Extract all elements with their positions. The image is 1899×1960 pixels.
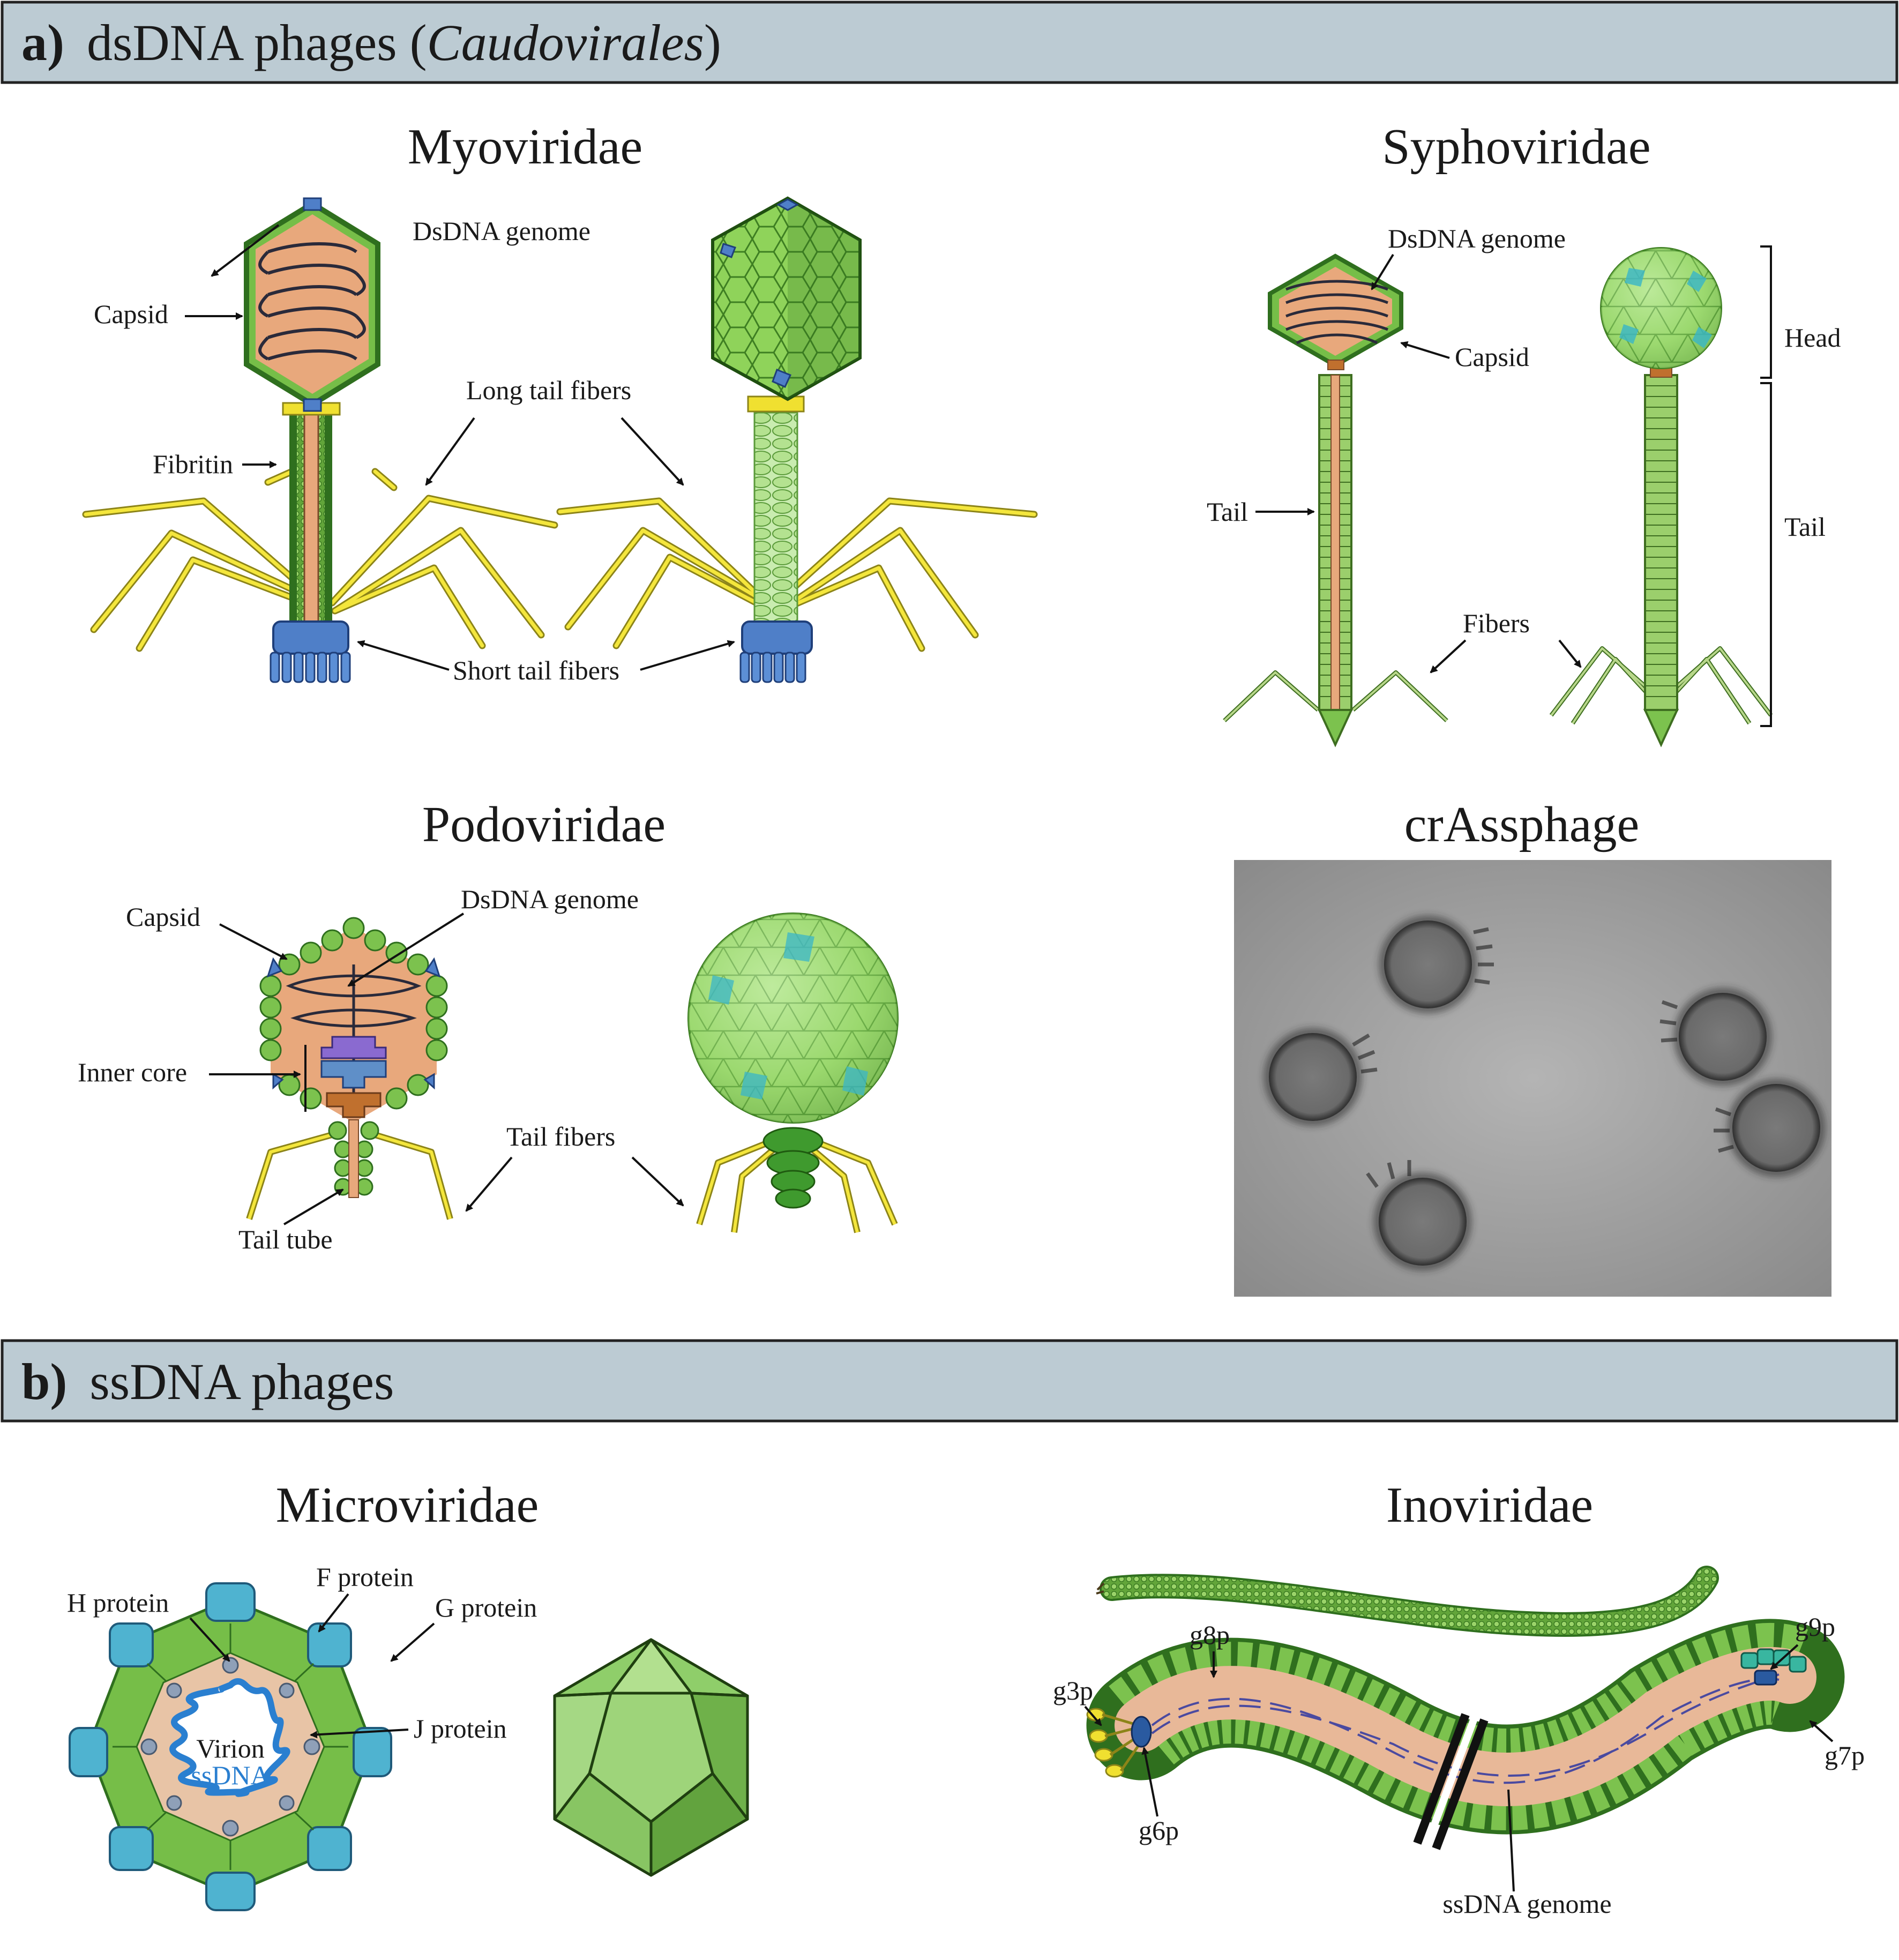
microviridae-cutaway [69, 1582, 392, 1911]
section-a-banner: a) dsDNA phages (Caudovirales) [1, 1, 1898, 84]
label-micro-g: G protein [435, 1592, 537, 1622]
label-myo-dsdna: DsDNA genome [413, 216, 590, 246]
label-sypho-dsdna: DsDNA genome [1388, 223, 1566, 253]
label-micro-j: J protein [414, 1714, 507, 1744]
microviridae-icosahedron [553, 1638, 749, 1877]
section-a-title-italic: Caudovirales [427, 14, 704, 71]
syphoviridae-3d [1549, 247, 1773, 747]
svg-text:b) ssDNA phages: b) ssDNA phages [21, 1353, 394, 1410]
section-a-letter: a) [21, 14, 64, 71]
label-ino-g6p: g6p [1139, 1815, 1179, 1845]
label-myo-short-fibers: Short tail fibers [453, 655, 619, 685]
label-ino-g7p: g7p [1825, 1740, 1865, 1770]
label-podo-dsdna: DsDNA genome [461, 884, 639, 914]
family-microviridae: Microviridae [276, 1477, 539, 1533]
section-b-title: ssDNA phages [89, 1353, 394, 1410]
svg-text:a) dsDNA phages (Caudovi: a) dsDNA phages (Caudovirales) [21, 14, 721, 71]
inoviridae-cutaway [1086, 1619, 1845, 1850]
section-a-title: dsDNA phages ( [87, 14, 427, 71]
label-podo-tail-fibers: Tail fibers [506, 1121, 615, 1151]
section-b-banner: b) ssDNA phages [1, 1339, 1898, 1423]
label-ino-ssdna: ssDNA genome [1442, 1889, 1611, 1919]
syphoviridae-cutaway [1223, 253, 1448, 747]
family-podoviridae: Podoviridae [422, 797, 666, 852]
head-tail-brackets [1760, 245, 1772, 727]
label-sypho-capsid: Capsid [1455, 342, 1529, 372]
label-sypho-tail-left: Tail [1207, 497, 1248, 527]
label-micro-virion: Virion [196, 1733, 265, 1763]
label-sypho-head: Head [1784, 323, 1841, 353]
label-micro-f: F protein [316, 1562, 414, 1592]
label-sypho-tail-right: Tail [1784, 512, 1826, 542]
crassphage-em-image [1234, 860, 1831, 1297]
myoviridae-3d [556, 196, 1038, 683]
label-podo-inner-core: Inner core [78, 1057, 187, 1087]
label-myo-long-fibers: Long tail fibers [466, 375, 631, 405]
podoviridae-3d [687, 912, 899, 1233]
family-crassphage: crAssphage [1404, 797, 1640, 852]
label-ino-g3p: g3p [1053, 1675, 1093, 1705]
podoviridae-cutaway [246, 917, 453, 1220]
label-podo-capsid: Capsid [126, 902, 200, 932]
label-ino-g9p: g9p [1795, 1612, 1835, 1642]
label-micro-ssdna: ssDNA [191, 1760, 270, 1790]
myoviridae-cutaway [82, 197, 558, 683]
section-b-letter: b) [21, 1353, 67, 1410]
label-sypho-fibers: Fibers [1463, 608, 1530, 638]
label-myo-capsid: Capsid [94, 299, 168, 329]
family-inoviridae: Inoviridae [1386, 1477, 1593, 1533]
section-a-title-end: ) [704, 14, 721, 71]
family-syphoviridae: Syphoviridae [1382, 119, 1650, 175]
label-ino-g8p: g8p [1190, 1620, 1230, 1650]
label-podo-tail-tube: Tail tube [238, 1224, 333, 1254]
inoviridae-filament [1096, 1566, 1719, 1637]
label-myo-fibritin: Fibritin [153, 449, 233, 479]
family-myoviridae: Myoviridae [408, 119, 643, 175]
label-micro-h: H protein [67, 1588, 169, 1618]
